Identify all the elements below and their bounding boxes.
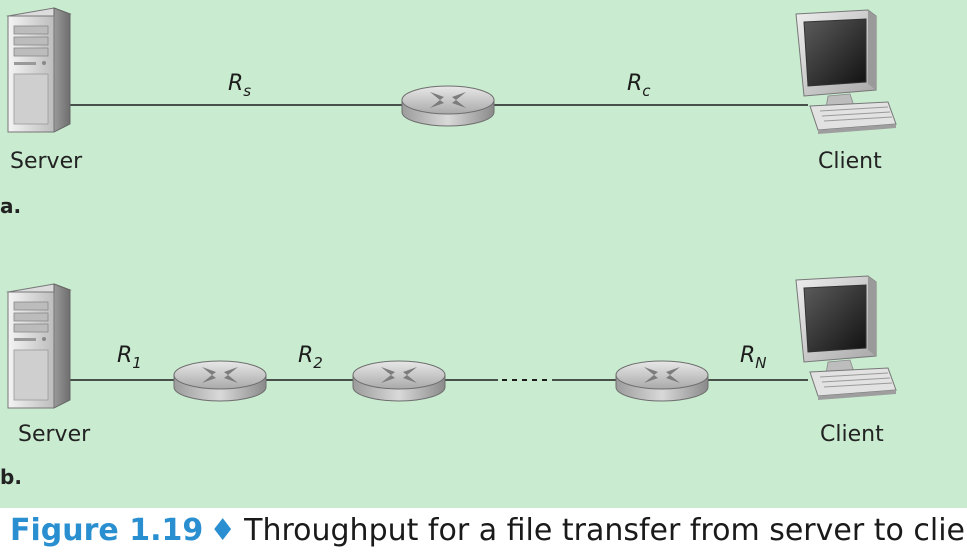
router-icon [401, 85, 495, 127]
caption-separator: ♦ [209, 513, 237, 548]
link-rate-label: Rc [627, 71, 651, 100]
diagram-b: R1 R2 RN Server Client b. [0, 275, 897, 489]
diagram-a: Rs Rc Server Client a. [0, 7, 897, 218]
subfigure-tag: b. [0, 465, 22, 489]
caption-text: Throughput for a file transfer from serv… [244, 513, 967, 548]
router-icon [173, 360, 267, 402]
server-label: Server [18, 422, 91, 447]
network-diagram: Rs Rc Server Client a. R1 R2 RN Server C… [0, 7, 897, 489]
link-rate-label: RN [740, 343, 767, 372]
server-icon [7, 7, 71, 133]
link-rate-label: R1 [117, 343, 142, 372]
router-icon [615, 360, 709, 402]
figure-caption: Figure 1.19♦Throughput for a file transf… [10, 509, 967, 553]
subfigure-tag: a. [0, 194, 21, 218]
router-icon [352, 360, 446, 402]
client-label: Client [820, 422, 884, 447]
client-icon [795, 9, 897, 135]
client-icon [795, 275, 897, 401]
server-icon [7, 283, 71, 409]
link-rate-label: Rs [228, 71, 251, 100]
client-label: Client [818, 149, 882, 174]
link-rate-label: R2 [298, 343, 323, 372]
server-label: Server [10, 149, 83, 174]
figure-number: Figure 1.19 [10, 513, 204, 548]
